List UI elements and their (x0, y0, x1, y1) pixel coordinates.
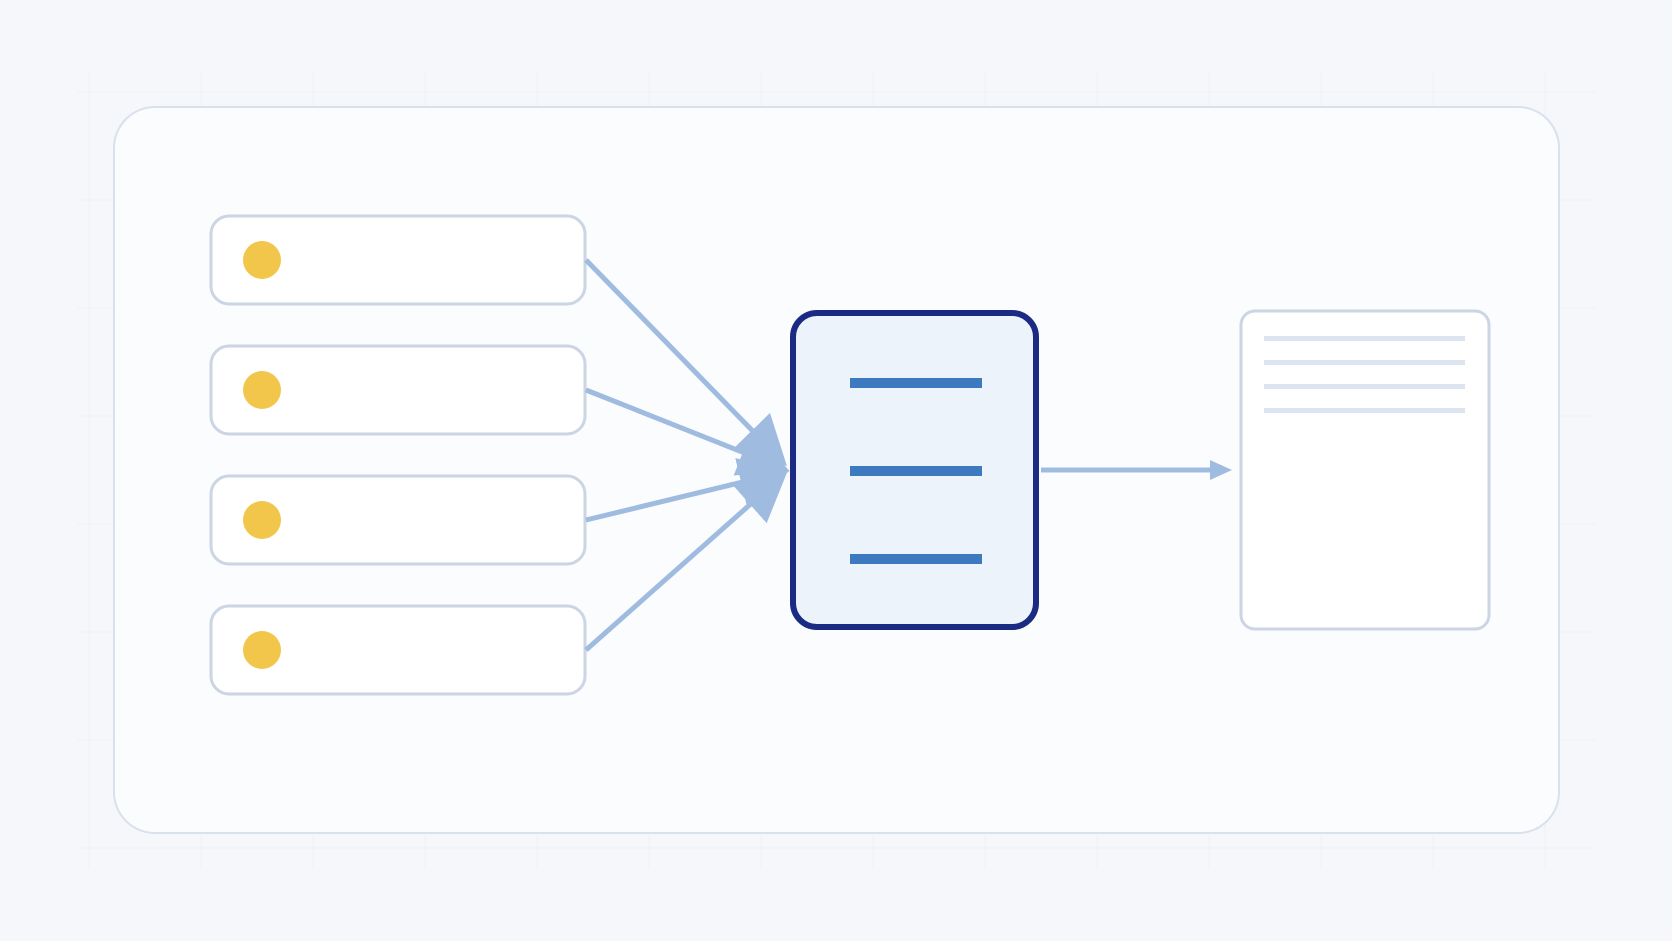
input-node[interactable] (209, 344, 587, 436)
input-node[interactable] (209, 604, 587, 696)
yellow-dot-icon (243, 371, 281, 409)
connector-arrow (584, 471, 788, 652)
yellow-dot-icon (243, 501, 281, 539)
output-arrow (1041, 460, 1232, 480)
connector-arrow (585, 387, 790, 476)
processor-node[interactable] (790, 310, 1039, 630)
yellow-dot-icon (243, 631, 281, 669)
input-node[interactable] (209, 474, 587, 566)
document-lines-icon (1264, 336, 1465, 413)
output-document[interactable] (1239, 309, 1491, 631)
connector-arrow (585, 458, 790, 523)
connector-arrow (584, 258, 787, 467)
menu-lines-icon (850, 378, 982, 564)
yellow-dot-icon (243, 241, 281, 279)
input-node[interactable] (209, 214, 587, 306)
